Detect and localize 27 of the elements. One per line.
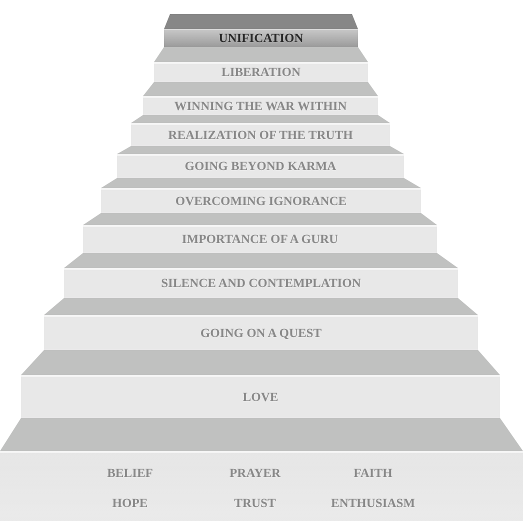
step-label: BELIEF — [107, 467, 153, 481]
step-label: LIBERATION — [222, 66, 300, 80]
step-label: TRUST — [234, 497, 276, 511]
stair-step — [83, 213, 437, 253]
step-label: WINNING THE WAR WITHIN — [174, 100, 347, 114]
step-label: OVERCOMING IGNORANCE — [175, 194, 347, 208]
stair-step — [101, 178, 421, 213]
step-label: LOVE — [242, 390, 278, 404]
stair-step — [154, 47, 368, 82]
step-label: SILENCE AND CONTEMPLATION — [161, 277, 361, 291]
step-label: GOING BEYOND KARMA — [184, 160, 336, 174]
stair-step — [21, 350, 500, 418]
step-label: IMPORTANCE OF A GURU — [182, 233, 338, 247]
step-label: ENTHUSIASM — [330, 497, 416, 511]
stair-step — [0, 418, 523, 521]
step-label: REALIZATION OF THE TRUTH — [168, 128, 353, 142]
step-label: GOING ON A QUEST — [200, 326, 322, 340]
stair-step — [143, 82, 378, 115]
stair-step — [164, 14, 358, 47]
step-label: PRAYER — [230, 467, 280, 481]
step-label: FAITH — [354, 467, 392, 481]
stair-step — [64, 253, 458, 298]
step-label: HOPE — [112, 497, 148, 511]
step-label: UNIFICATION — [218, 32, 304, 46]
stair-step — [117, 146, 404, 178]
stair-step — [44, 298, 478, 350]
stair-step — [131, 115, 390, 146]
